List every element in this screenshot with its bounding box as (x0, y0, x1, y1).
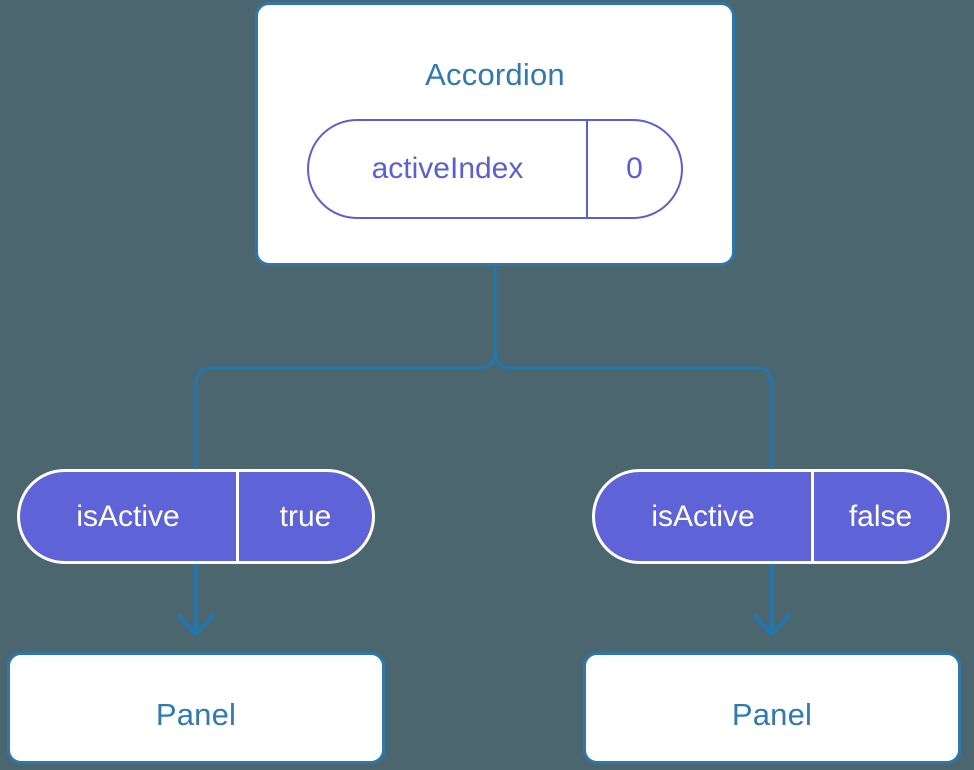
arrow-left-pill-to-panel (177, 564, 215, 636)
panel-component-card-right[interactable]: Panel (583, 652, 961, 764)
connector-root-split (194, 263, 497, 480)
state-pill-value: 0 (586, 121, 681, 217)
accordion-title: Accordion (425, 57, 565, 92)
prop-pill-is-active-false[interactable]: isActive false (592, 469, 950, 564)
panel-title: Panel (155, 697, 237, 732)
prop-pill-is-active-true[interactable]: isActive true (17, 469, 375, 564)
panel-component-card-left[interactable]: Panel (7, 652, 385, 764)
prop-pill-value: false (811, 472, 947, 561)
connector-root-to-right-branch (493, 263, 774, 480)
arrow-right-pill-to-panel (753, 564, 791, 636)
state-pill-key: activeIndex (371, 152, 524, 185)
panel-title: Panel (731, 697, 813, 732)
prop-pill-key: isActive (651, 499, 755, 533)
prop-pill-key: isActive (76, 499, 180, 533)
prop-pill-value: true (236, 472, 372, 561)
state-pill-active-index[interactable]: activeIndex 0 (307, 119, 683, 219)
